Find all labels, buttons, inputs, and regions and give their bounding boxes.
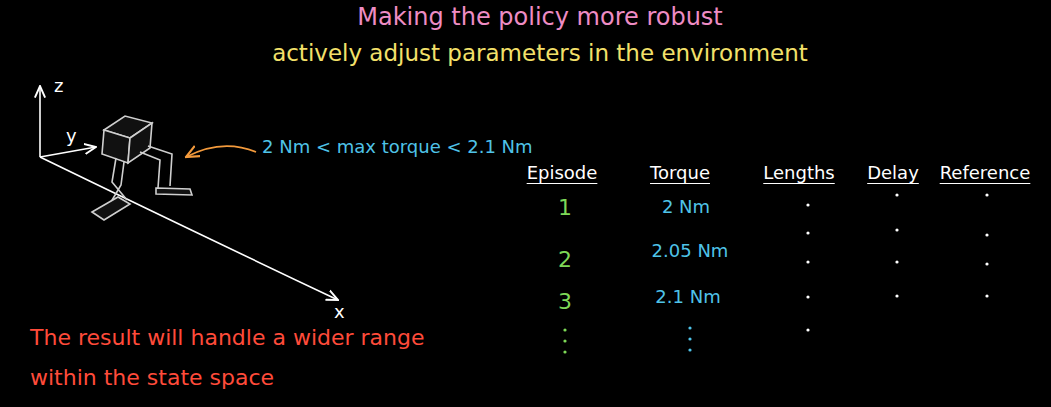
table-cell: 2 — [558, 247, 572, 272]
axis-label: z — [54, 76, 63, 97]
robot-foot — [156, 188, 192, 195]
annotation: 2 Nm < max torque < 2.1 Nm — [262, 137, 533, 158]
table-cell: 1 — [558, 195, 572, 220]
robot-foot — [92, 197, 130, 220]
robot-leg — [140, 152, 160, 188]
table-dots — [806, 193, 988, 331]
note: The result will handle a wider range wit… — [30, 318, 450, 398]
walking-robot — [92, 116, 192, 220]
axes — [40, 86, 338, 300]
column-header: Reference — [940, 163, 1031, 184]
x-axis — [40, 157, 338, 300]
axis-label: x — [334, 302, 345, 323]
table-cell: 2 Nm — [662, 197, 710, 218]
leader-arrow — [186, 146, 256, 157]
robot-body-side — [128, 123, 152, 163]
z-axis — [39, 86, 41, 157]
column-header: Torque — [650, 163, 710, 184]
robot-leg — [111, 162, 124, 202]
title: Making the policy more robust — [357, 4, 723, 32]
column-header: Episode — [527, 163, 598, 184]
axis-label: y — [66, 126, 77, 147]
subtitle: actively adjust parameters in the enviro… — [272, 40, 808, 66]
vertical-ellipsis — [563, 326, 691, 353]
table-cell: 2.1 Nm — [655, 287, 720, 308]
y-axis — [40, 147, 96, 157]
table-cell: 3 — [558, 289, 572, 314]
robot-leg — [112, 158, 127, 200]
column-header: Delay — [867, 163, 919, 184]
table-cell: 2.05 Nm — [652, 241, 729, 262]
column-header: Lengths — [763, 163, 834, 184]
